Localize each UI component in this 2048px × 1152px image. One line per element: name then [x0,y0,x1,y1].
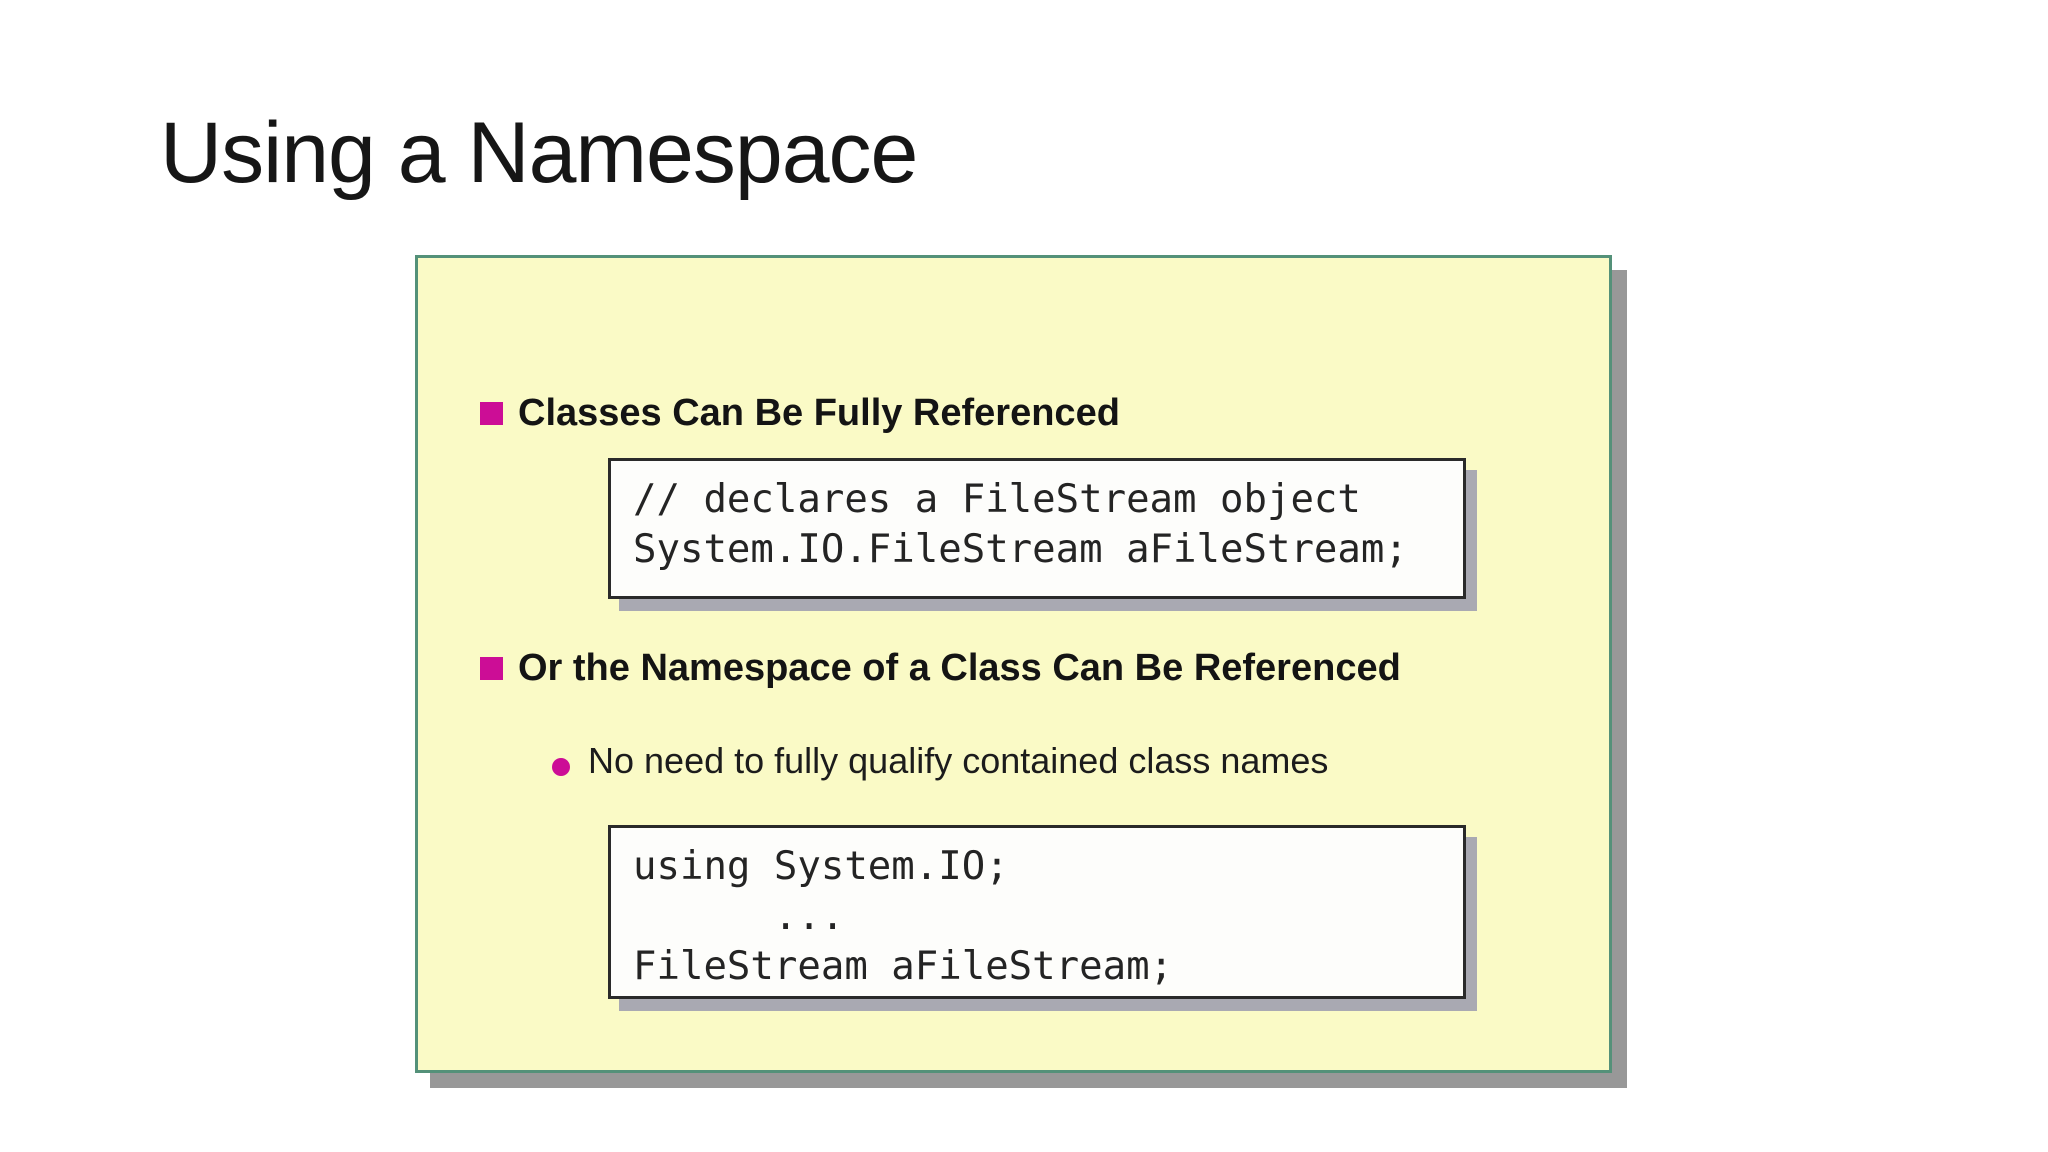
bullet-dot-icon [552,758,570,776]
code-line: using System.IO; [633,844,1009,889]
code-line: System.IO.FileStream aFileStream; [633,527,1408,572]
code-box-2: using System.IO; ... FileStream aFileStr… [608,825,1466,999]
bullet-heading-2: Or the Namespace of a Class Can Be Refer… [518,647,1401,689]
code-line: FileStream aFileStream; [633,944,1174,989]
bullet-square-icon [480,657,503,680]
bullet-square-icon [480,402,503,425]
sub-bullet-text: No need to fully qualify contained class… [588,740,1329,781]
code-line: // declares a FileStream object [633,477,1361,522]
content-panel: Classes Can Be Fully Referenced // decla… [415,255,1612,1073]
page-title: Using a Namespace [160,105,918,201]
bullet-heading-1: Classes Can Be Fully Referenced [518,392,1120,434]
code-box-1: // declares a FileStream object System.I… [608,458,1466,599]
code-line: ... [633,894,845,939]
